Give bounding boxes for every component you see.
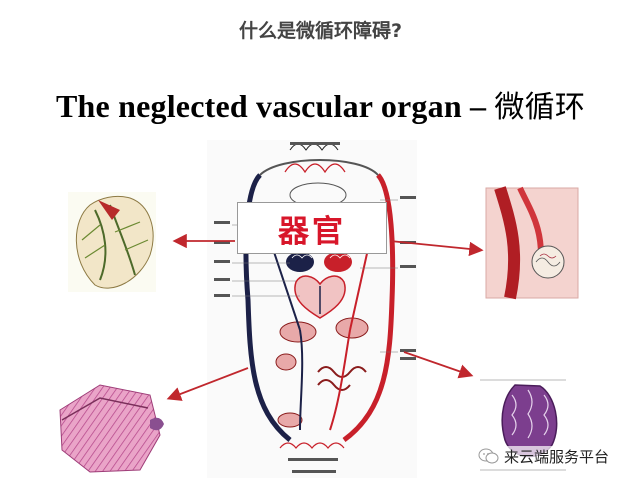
lower-body-capillaries bbox=[279, 442, 345, 449]
arteriole-capillary-image bbox=[485, 186, 579, 300]
title-chinese: 微循环 bbox=[494, 90, 586, 125]
title-english: The neglected vascular organ – bbox=[55, 88, 495, 124]
slide-title: The neglected vascular organ – 微循环 bbox=[0, 82, 641, 126]
arrow-to-glomerulus bbox=[403, 351, 474, 379]
organ-label: 器官 bbox=[278, 213, 346, 250]
watermark-text: 来云端服务平台 bbox=[504, 445, 610, 467]
organ-capillary-beds bbox=[275, 317, 369, 428]
systemic-vein-left bbox=[243, 173, 292, 442]
arrow-to-muscle bbox=[166, 367, 249, 401]
coronary-heart-image bbox=[68, 192, 156, 292]
muscle-tissue-image bbox=[59, 384, 164, 473]
page-header-question: 什么是微循环障碍? bbox=[238, 20, 403, 42]
lung-capillaries bbox=[286, 252, 352, 272]
watermark: 来云端服务平台 bbox=[478, 443, 638, 469]
organ-arrows bbox=[166, 233, 484, 401]
heart bbox=[294, 275, 346, 319]
wechat-icon bbox=[478, 448, 499, 464]
systemic-artery-right bbox=[342, 173, 396, 443]
organ-label-box: 器官 bbox=[237, 202, 387, 254]
arrow-to-arteriole bbox=[389, 240, 484, 257]
central-circulation-schematic bbox=[207, 140, 417, 478]
